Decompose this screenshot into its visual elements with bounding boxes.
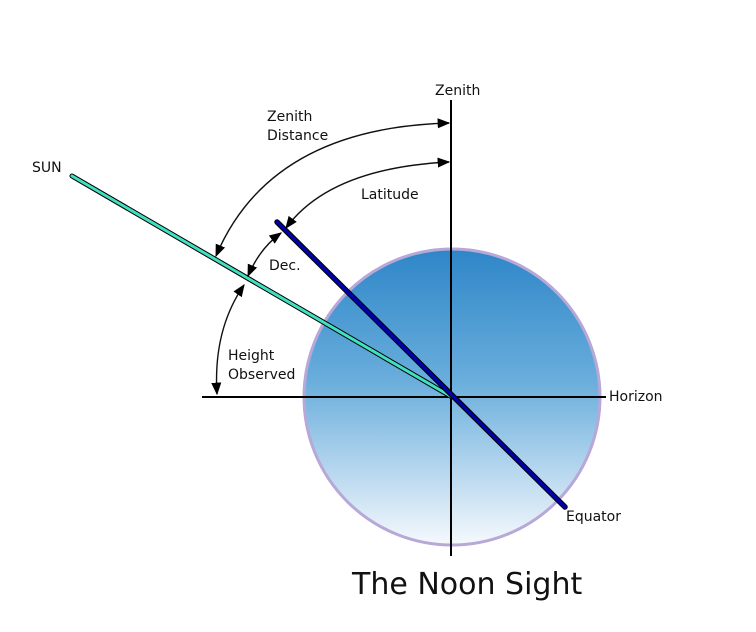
- sun-ray: [70, 174, 454, 399]
- latitude-label: Latitude: [361, 187, 419, 203]
- horizon-label: Horizon: [609, 389, 663, 405]
- latitude-arc: [285, 157, 451, 230]
- sun-label: SUN: [32, 160, 62, 176]
- diagram-title: The Noon Sight: [352, 567, 583, 602]
- height-observed-arc: [211, 283, 245, 396]
- equator-line: [275, 220, 567, 509]
- declination-arc: [247, 232, 283, 278]
- equator-label: Equator: [566, 509, 621, 525]
- zenith-label: Zenith: [435, 83, 481, 99]
- zenith-distance-label: Zenith Distance: [267, 109, 329, 144]
- declination-label: Dec.: [269, 258, 301, 274]
- height-observed-label: Height Observed: [228, 348, 296, 383]
